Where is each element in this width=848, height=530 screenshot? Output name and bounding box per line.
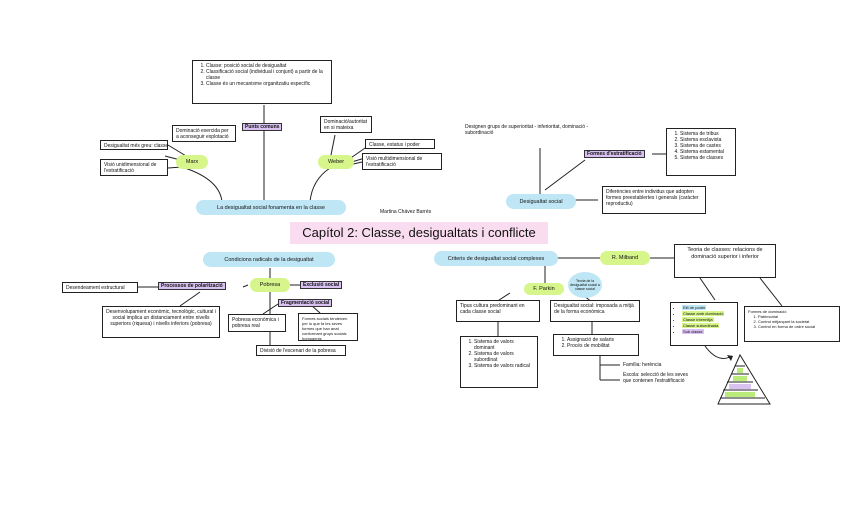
elit-item: Classe amb dominació [682,311,725,316]
divisio-pobresa-box: Divisió de l'escenari de la pobresa [256,345,346,356]
processos-polaritzacio-tag: Processos de polarització [158,282,226,290]
marx-visio-box: Visió unidimensional de l'estratificació [100,159,168,176]
author-name: Martina Chávez Barrés [380,209,432,215]
list-item: Classe: posició social de desigualtat [206,63,328,69]
list-item: Sistema de tribus [680,131,732,137]
list-item: Control mitjançant la societat [758,319,836,324]
page-title: Capítol 2: Classe, desigualtats i confli… [290,222,548,244]
desigualtat-imposada-box: Desigualtat social: imposada a mitjà de … [550,300,640,322]
formes-estratificacio-tag: Formes d'estratificació [584,150,645,158]
list-item: Classe és un mecanisme organitzatiu espe… [206,81,328,87]
designen-box: Designen grups de superioritat - inferio… [462,122,592,139]
marx-desigualtat-box: Desigualtat més greu: classe [100,140,168,150]
milband-node: R. Milband [600,251,650,265]
desenvolupament-box: Desenvolupament econòmic, tecnològic, cu… [102,306,220,338]
root-desigualtat-classe: La desigualtat social fonamenta en la cl… [196,200,346,215]
formes-dominacio-box: Formes de dominació Patrimonial Control … [744,306,840,342]
list-item: Classificació social (individual i conju… [206,69,328,81]
desendeament-box: Desendeament estructural [62,282,138,293]
marx-dominacio-box: Dominació exercida per a aconseguir expl… [172,125,236,142]
elit-box: Elit de poder Classe amb dominació Class… [670,302,738,346]
desigualtat-social-node: Desigualtat social [506,194,576,209]
weber-dominacio-box: Dominació/autoritat en si mateixa [320,116,372,133]
desig-list: Assignació de salaris Procés de mobilita… [553,334,639,356]
pobresa-node: Pobresa [250,278,290,292]
marx-node: Marx [176,155,208,169]
criteris-desigualtat-node: Criteris de desigualtat social complexes [434,251,558,266]
classe-list: Classe: posició social de desigualtat Cl… [192,60,332,104]
parkin-node: F. Parkin [524,283,564,295]
elit-item: Sub classe [682,329,704,334]
list-item: Assignació de salaris [567,337,635,343]
milband-teoria-box: Teoria de classes: relacions de dominaci… [674,244,776,278]
list-item: Patrimonial [758,314,836,319]
weber-classe-box: Classe, estatus i poder [365,139,435,149]
punts-comuns-tag: Punts comuns [242,123,283,131]
list-item: Control en forma de ordre social [758,324,836,329]
tipus-list: Sistema de valors dominant Sistema de va… [460,336,538,388]
tipus-cultura-box: Tipus cultura predominant en cada classe… [456,300,540,322]
elit-item: Classe subordinada [682,323,720,328]
formes-socials-box: Formes socials tendeixen per lo que fa l… [298,313,358,341]
pobresa-economica-box: Pobresa econòmica i pobresa real [228,314,286,332]
parkin-note: Teoria de la desigualtat social a classe… [568,272,602,298]
familia-text: Família: herència [620,360,690,370]
exclusio-social-tag: Exclusió social [300,281,343,289]
fragmentacio-social-tag: Fragmentació social [278,299,333,307]
elit-item: Classe intermitja [682,317,714,322]
list-item: Sistema de castes [680,143,732,149]
elit-item: Elit de poder [682,305,707,310]
sistemes-list: Sistema de tribus Sistema esclavista Sis… [666,128,736,176]
list-item: Sistema estamental [680,149,732,155]
list-item: Sistema de valors subordinat [474,351,534,363]
list-item: Sistema esclavista [680,137,732,143]
weber-visio-box: Visió multidimensional de l'estratificac… [362,153,442,170]
diferencies-box: Diferències entre individus que adopten … [602,186,706,214]
escola-text: Escola: selecció de les seves que conten… [620,370,696,388]
condicions-radicals-node: Condicions radicals de la desigualtat [203,252,335,267]
list-item: Procés de mobilitat [567,343,635,349]
list-item: Sistema de classes [680,155,732,161]
weber-node: Weber [318,155,354,169]
list-item: Sistema de valors radical [474,363,534,369]
list-item: Sistema de valors dominant [474,339,534,351]
formes-dominacio-title: Formes de dominació [748,309,787,314]
